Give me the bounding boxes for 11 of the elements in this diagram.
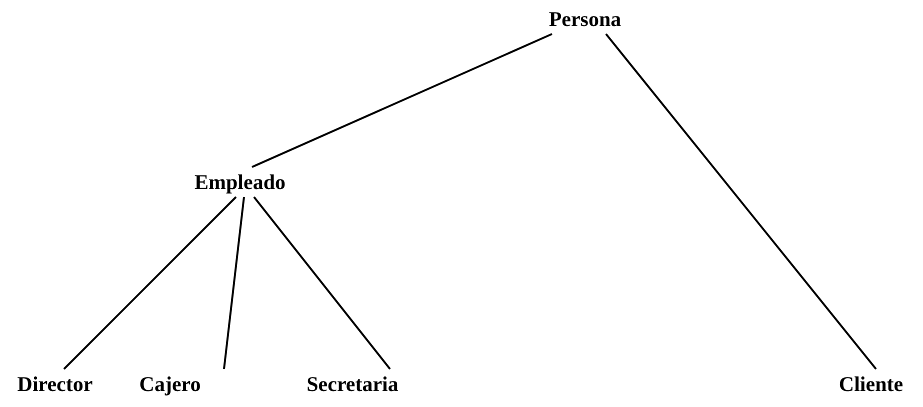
connector-line [63, 196, 237, 370]
connector-line [223, 196, 245, 370]
node-label: Cliente [838, 374, 904, 394]
connector-line [252, 33, 552, 168]
node-label: Empleado [194, 172, 286, 192]
node-label: Persona [548, 8, 622, 30]
connector-line [605, 33, 877, 370]
connector-line [253, 196, 391, 370]
node-label: Secretaria [306, 374, 398, 394]
node-label: Cajero [139, 374, 201, 394]
node-label: Director [17, 374, 93, 394]
